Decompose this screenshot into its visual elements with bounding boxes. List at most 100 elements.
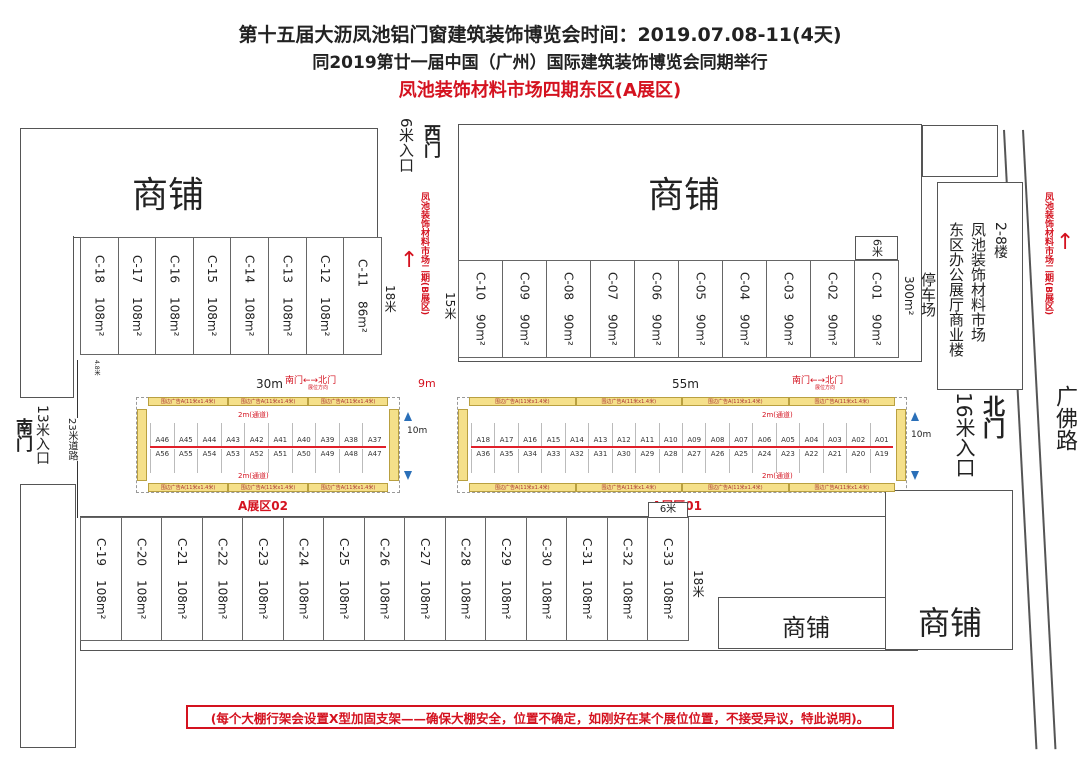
booth[interactable]: A52 — [244, 449, 268, 473]
c-unit[interactable]: C-28 108m² — [444, 517, 486, 641]
booth[interactable]: A13 — [588, 423, 611, 447]
booth[interactable]: A05 — [775, 423, 799, 447]
booth[interactable]: A43 — [220, 423, 245, 447]
booth[interactable]: A12 — [611, 423, 635, 447]
booth[interactable]: A41 — [268, 423, 292, 447]
booth[interactable]: A01 — [869, 423, 893, 447]
booth[interactable]: A07 — [728, 423, 752, 447]
booth[interactable]: A39 — [315, 423, 339, 447]
booth[interactable]: A22 — [799, 449, 822, 473]
booth[interactable]: A17 — [494, 423, 517, 447]
booth[interactable]: A37 — [362, 423, 386, 447]
booth[interactable]: A31 — [588, 449, 611, 473]
booth[interactable]: A19 — [869, 449, 893, 473]
booth[interactable]: A42 — [244, 423, 268, 447]
c-unit-area: 108m² — [458, 580, 473, 620]
booth[interactable]: A14 — [564, 423, 588, 447]
booth[interactable]: A09 — [682, 423, 705, 447]
direction-indicator: 南门←→北门 — [792, 376, 844, 386]
booth[interactable]: A18 — [471, 423, 494, 447]
booth[interactable]: A29 — [635, 449, 658, 473]
booth[interactable]: A06 — [752, 423, 775, 447]
booth[interactable]: A10 — [658, 423, 682, 447]
booth[interactable]: A35 — [494, 449, 517, 473]
booth[interactable]: A34 — [517, 449, 541, 473]
booth[interactable]: A48 — [338, 449, 363, 473]
booth[interactable]: A53 — [220, 449, 245, 473]
booth[interactable]: A49 — [315, 449, 339, 473]
booth[interactable]: A21 — [822, 449, 846, 473]
booth[interactable]: A30 — [611, 449, 635, 473]
booth[interactable]: A46 — [150, 423, 174, 447]
booth[interactable]: A40 — [291, 423, 316, 447]
booth[interactable]: A28 — [658, 449, 682, 473]
booth[interactable]: A32 — [564, 449, 588, 473]
booth[interactable]: A16 — [517, 423, 541, 447]
booth[interactable]: A24 — [752, 449, 775, 473]
booth[interactable]: A33 — [541, 449, 564, 473]
booth[interactable]: A27 — [682, 449, 705, 473]
booth[interactable]: A23 — [775, 449, 799, 473]
shop-block-top-left — [20, 128, 378, 238]
booth[interactable]: A11 — [635, 423, 658, 447]
dim-4-8m: 4.8米 — [93, 360, 100, 376]
booth[interactable]: A55 — [173, 449, 198, 473]
ad-banner: 围边广告A(11米x1.4米) — [682, 397, 789, 406]
booth[interactable]: A25 — [728, 449, 752, 473]
booth[interactable]: A44 — [197, 423, 221, 447]
booth[interactable]: A38 — [338, 423, 363, 447]
c-unit-area: 108m² — [129, 297, 144, 337]
booth[interactable]: A04 — [799, 423, 822, 447]
booth[interactable]: A54 — [197, 449, 221, 473]
booth[interactable]: A56 — [150, 449, 174, 473]
c-unit-id: C-28 — [458, 538, 473, 567]
c-unit-id: C-15 — [205, 255, 220, 284]
booth[interactable]: A50 — [291, 449, 316, 473]
booth[interactable]: A47 — [362, 449, 386, 473]
booth[interactable]: A26 — [705, 449, 728, 473]
booth[interactable]: A36 — [471, 449, 494, 473]
booth[interactable]: A51 — [268, 449, 292, 473]
booth[interactable]: A08 — [705, 423, 728, 447]
booth[interactable]: A02 — [846, 423, 869, 447]
ad-banner: 围边广告A(11米x1.4米) — [682, 483, 789, 492]
booth[interactable]: A20 — [846, 449, 869, 473]
booth[interactable]: A15 — [541, 423, 564, 447]
ad-banner: 围边广告A(11米x1.4米) — [575, 397, 682, 406]
booth[interactable]: A03 — [822, 423, 846, 447]
shop-label-top-right: 商铺 — [648, 175, 721, 216]
booth[interactable]: A45 — [173, 423, 198, 447]
